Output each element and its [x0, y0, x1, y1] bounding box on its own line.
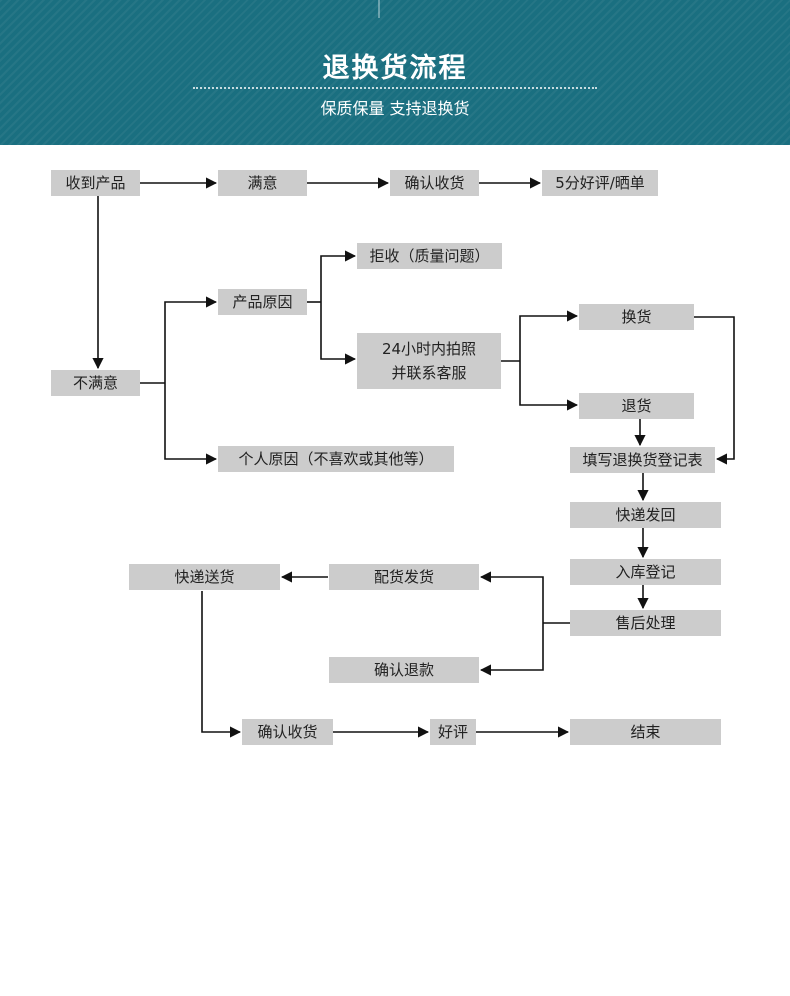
- node-confirm-receipt-bottom: 确认收货: [242, 719, 333, 745]
- edge-courier-confirm: [201, 591, 242, 738]
- banner-notch: [378, 0, 380, 18]
- edge-to-return: [519, 361, 579, 411]
- node-satisfied: 满意: [218, 170, 307, 196]
- node-received: 收到产品: [51, 170, 140, 196]
- title-divider: [193, 87, 597, 89]
- node-not-satisfied: 不满意: [51, 370, 140, 396]
- node-end: 结束: [570, 719, 721, 745]
- node-after-sales: 售后处理: [570, 610, 721, 636]
- node-prepare-ship: 配货发货: [329, 564, 479, 590]
- node-return: 退货: [579, 393, 694, 419]
- node-fill-form: 填写退换货登记表: [570, 447, 715, 473]
- edge-exchange-form: [694, 316, 735, 465]
- page-subtitle: 保质保量 支持退换货: [320, 99, 470, 118]
- node-good-review: 好评: [430, 719, 476, 745]
- edge-to-exchange: [519, 310, 579, 361]
- node-courier-delivery: 快递送货: [129, 564, 280, 590]
- node-warehouse-register: 入库登记: [570, 559, 721, 585]
- edge-to-photo: [320, 302, 357, 365]
- edge-to-refund: [479, 623, 544, 676]
- node-exchange: 换货: [579, 304, 694, 330]
- header-banner: 退换货流程 保质保量 支持退换货: [0, 0, 790, 145]
- edge-to-product-reason: [164, 296, 218, 383]
- page-title: 退换货流程: [322, 53, 468, 84]
- edge-to-prepare: [479, 571, 544, 623]
- node-ship-back: 快递发回: [570, 502, 721, 528]
- node-personal-reason: 个人原因（不喜欢或其他等）: [218, 446, 454, 472]
- node-five-star-review: 5分好评/晒单: [542, 170, 658, 196]
- node-confirm-refund: 确认退款: [329, 657, 479, 683]
- node-product-reason: 产品原因: [218, 289, 307, 315]
- edge-to-reject: [320, 250, 357, 302]
- node-confirm-receipt-top: 确认收货: [390, 170, 479, 196]
- node-reject: 拒收（质量问题）: [357, 243, 502, 269]
- edge-to-personal-reason: [164, 383, 218, 465]
- node-photo-contact: 24小时内拍照 并联系客服: [357, 333, 501, 389]
